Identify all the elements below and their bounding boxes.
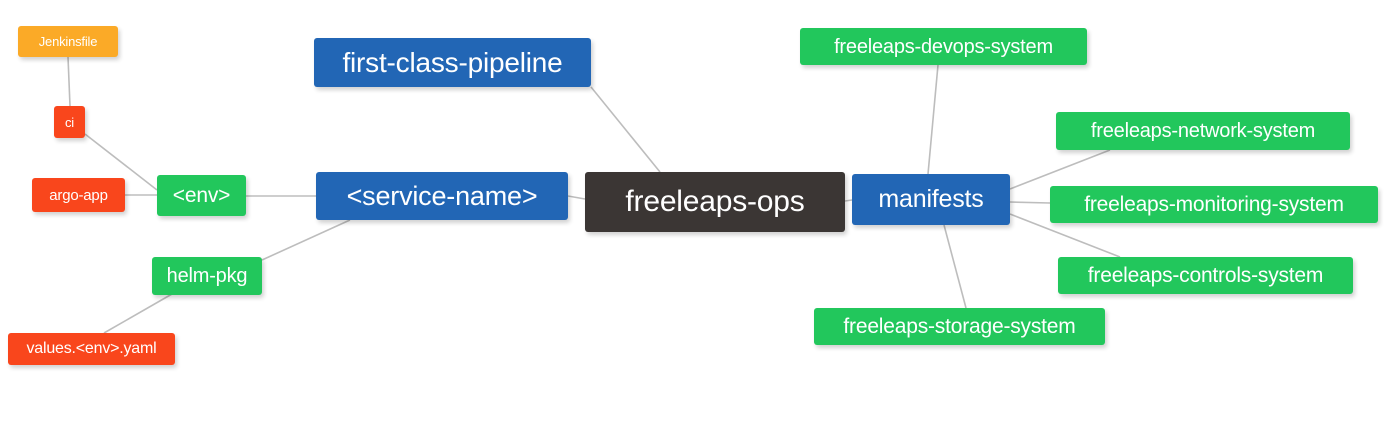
node-argo-app[interactable]: argo-app bbox=[32, 178, 125, 212]
edge-manifests-to-controls bbox=[1009, 213, 1121, 258]
node-ci[interactable]: ci bbox=[54, 106, 85, 138]
edge-ci-to-env bbox=[84, 133, 158, 191]
edge-jenkinsfile-to-ci bbox=[67, 56, 71, 107]
node-helm-pkg[interactable]: helm-pkg bbox=[152, 257, 262, 295]
edge-service-name-to-root bbox=[567, 195, 586, 200]
node-devops[interactable]: freeleaps-devops-system bbox=[800, 28, 1087, 65]
node-monitoring[interactable]: freeleaps-monitoring-system bbox=[1050, 186, 1378, 223]
edge-service-name-to-helm-pkg bbox=[261, 219, 351, 261]
edge-manifests-to-monitoring bbox=[1009, 201, 1051, 204]
node-jenkinsfile[interactable]: Jenkinsfile bbox=[18, 26, 118, 57]
edge-manifests-to-devops bbox=[927, 64, 939, 175]
edge-root-to-manifests bbox=[844, 199, 853, 202]
node-service-name[interactable]: <service-name> bbox=[316, 172, 568, 220]
node-manifests[interactable]: manifests bbox=[852, 174, 1010, 225]
edge-manifests-to-network bbox=[1009, 149, 1111, 190]
node-values-yaml[interactable]: values.<env>.yaml bbox=[8, 333, 175, 365]
edge-pipeline-to-root bbox=[590, 86, 661, 173]
node-storage[interactable]: freeleaps-storage-system bbox=[814, 308, 1105, 345]
node-root[interactable]: freeleaps-ops bbox=[585, 172, 845, 232]
node-env[interactable]: <env> bbox=[157, 175, 246, 216]
node-network[interactable]: freeleaps-network-system bbox=[1056, 112, 1350, 150]
node-pipeline[interactable]: first-class-pipeline bbox=[314, 38, 591, 87]
edge-manifests-to-storage bbox=[943, 224, 967, 309]
edge-helm-pkg-to-values-yaml bbox=[103, 293, 173, 334]
node-controls[interactable]: freeleaps-controls-system bbox=[1058, 257, 1353, 294]
